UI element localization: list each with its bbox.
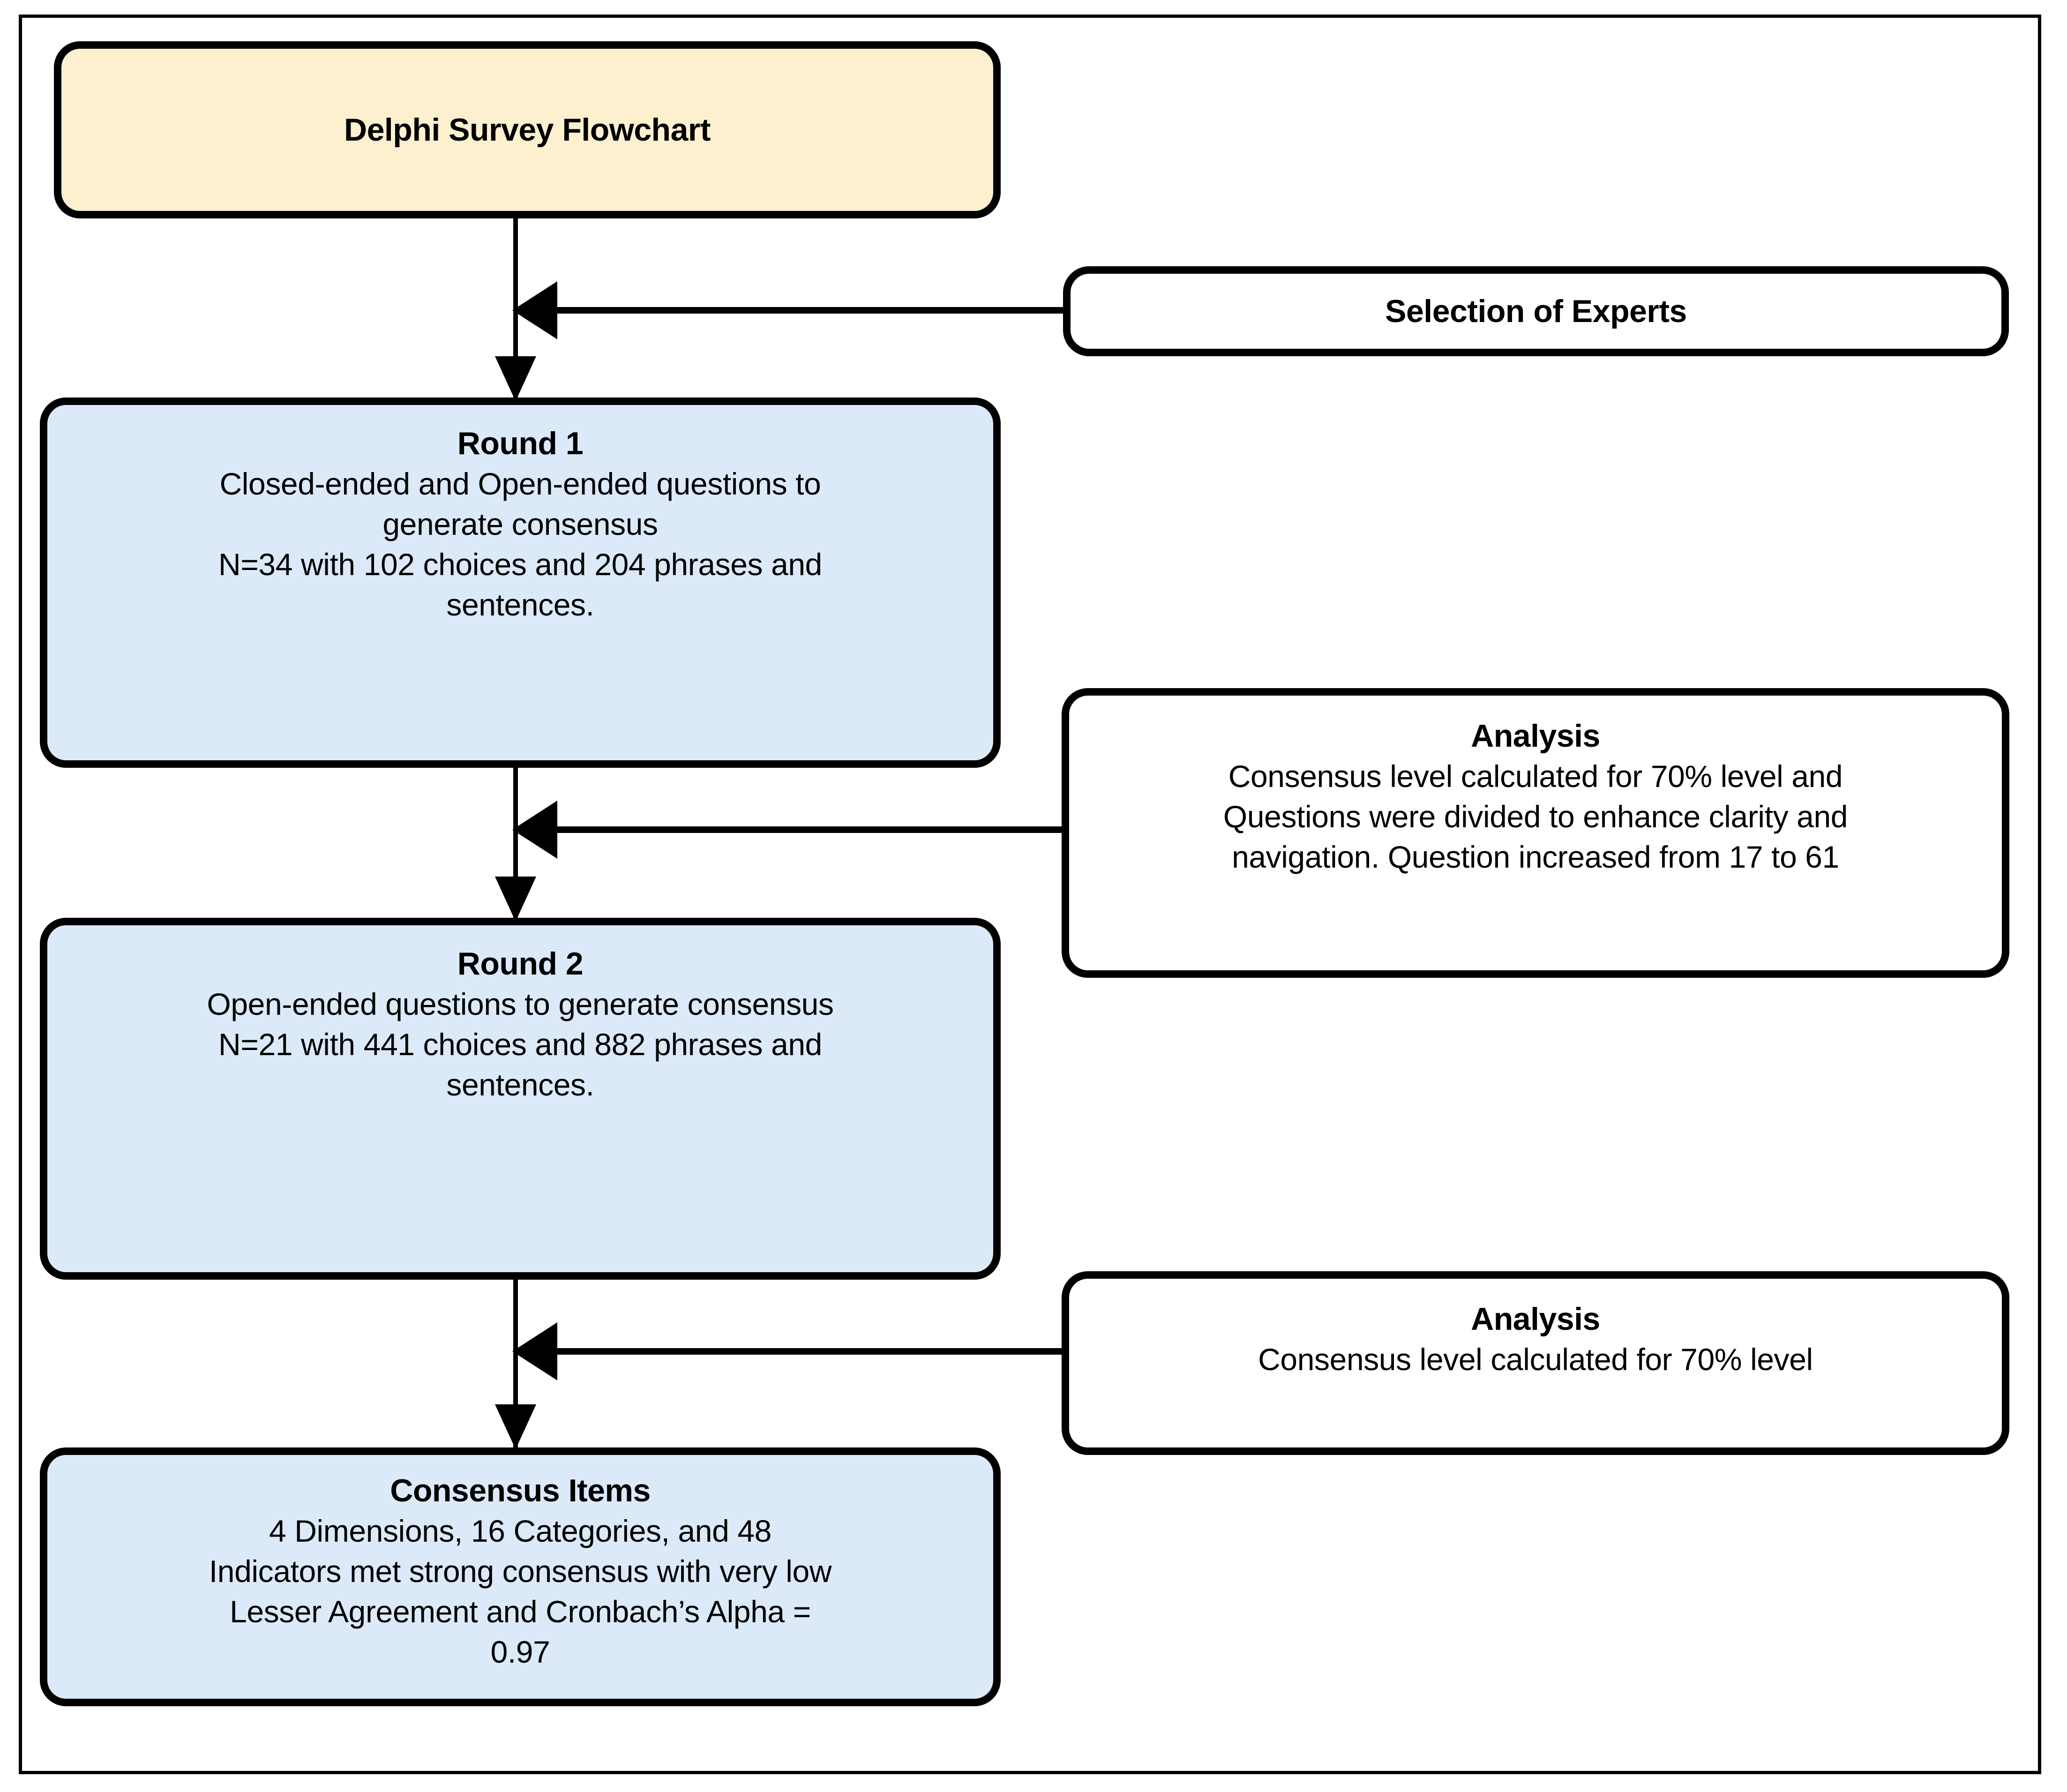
node-round2-body-line-3: sentences. [446, 1067, 594, 1102]
node-analysis1-body-line-1: Consensus level calculated for 70% level… [1228, 759, 1843, 794]
node-round-1[interactable]: Round 1 Closed-ended and Open-ended ques… [40, 397, 1001, 768]
arrowhead-title-to-round1 [495, 356, 536, 401]
node-delphi-survey-flowchart[interactable]: Delphi Survey Flowchart [54, 41, 1001, 218]
node-round1-body-line-1: Closed-ended and Open-ended questions to [219, 466, 821, 502]
node-consensus-body: 4 Dimensions, 16 Categories, and 48 Indi… [209, 1511, 832, 1672]
node-round2-body: Open-ended questions to generate consens… [207, 984, 834, 1105]
node-round1-body-line-4: sentences. [446, 587, 594, 622]
node-round1-body-line-3: N=34 with 102 choices and 204 phrases an… [218, 547, 822, 582]
node-consensus-items[interactable]: Consensus Items 4 Dimensions, 16 Categor… [40, 1447, 1001, 1706]
arrowhead-analysis1-to-main [512, 801, 557, 859]
node-analysis1-body-line-3: navigation. Question increased from 17 t… [1232, 839, 1839, 874]
node-analysis1-title: Analysis [1471, 718, 1600, 754]
node-analysis1-body: Consensus level calculated for 70% level… [1223, 757, 1848, 877]
node-analysis1-body-line-2: Questions were divided to enhance clarit… [1223, 799, 1848, 834]
arrowhead-experts-to-main [512, 281, 557, 339]
node-analysis2-body: Consensus level calculated for 70% level [1258, 1340, 1813, 1380]
node-title-label: Delphi Survey Flowchart [344, 112, 711, 148]
node-selection-of-experts[interactable]: Selection of Experts [1063, 266, 2009, 356]
node-consensus-body-line-2: Indicators met strong consensus with ver… [209, 1554, 832, 1589]
node-analysis-2[interactable]: Analysis Consensus level calculated for … [1062, 1271, 2009, 1455]
arrowhead-round2-to-consensus [495, 1404, 536, 1449]
node-round2-body-line-2: N=21 with 441 choices and 882 phrases an… [218, 1027, 822, 1062]
node-consensus-body-line-3: Lesser Agreement and Cronbach’s Alpha = [230, 1594, 811, 1629]
arrowhead-round1-to-round2 [495, 877, 536, 922]
node-round1-title: Round 1 [457, 426, 584, 461]
node-analysis2-title: Analysis [1471, 1301, 1600, 1337]
node-round2-body-line-1: Open-ended questions to generate consens… [207, 987, 834, 1022]
arrowhead-analysis2-to-main [512, 1322, 557, 1380]
diagram-outer-frame [19, 15, 2041, 1774]
node-consensus-body-line-4: 0.97 [490, 1634, 550, 1669]
node-round2-title: Round 2 [457, 946, 584, 982]
node-analysis-1[interactable]: Analysis Consensus level calculated for … [1062, 688, 2009, 978]
node-round1-body: Closed-ended and Open-ended questions to… [218, 464, 822, 625]
node-analysis2-body-line-1: Consensus level calculated for 70% level [1258, 1342, 1813, 1377]
node-consensus-title: Consensus Items [390, 1473, 651, 1508]
connector-analysis1-to-main [544, 826, 1065, 833]
node-consensus-body-line-1: 4 Dimensions, 16 Categories, and 48 [269, 1514, 771, 1549]
node-experts-label: Selection of Experts [1385, 293, 1687, 329]
node-round1-body-line-2: generate consensus [382, 507, 658, 542]
connector-analysis2-to-main [544, 1348, 1065, 1355]
connector-experts-to-main [544, 307, 1065, 314]
node-round-2[interactable]: Round 2 Open-ended questions to generate… [40, 918, 1001, 1280]
